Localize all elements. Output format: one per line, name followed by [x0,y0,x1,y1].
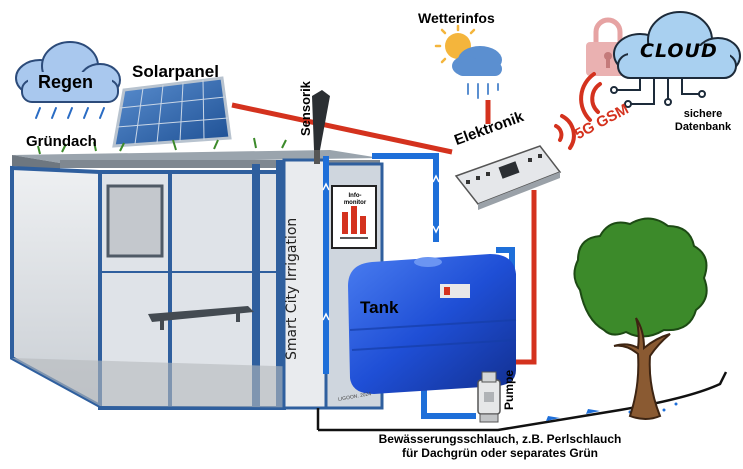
tank-icon [348,254,517,394]
info-monitor [331,185,377,249]
wireless-signal-icon [554,72,602,150]
cloud-icon [613,11,741,79]
sensor-icon [312,90,330,164]
label-regen: Regen [38,72,94,92]
label-smart-city-irrigation: Smart City Irrigation [284,217,300,360]
bus-shelter-icon [10,137,380,410]
label-pumpe: Pumpe [502,369,516,410]
hose-flow-arrows [546,409,600,421]
tree-icon [573,217,708,420]
hose-caption-line-1: Bewässerungsschlauch, z.B. Perlschlauch [378,432,622,446]
rain-cloud-icon [15,41,121,119]
label-wetterinfos: Wetterinfos [418,10,495,26]
label-infomonitor: Info-monitor [343,193,367,206]
label-sichere-datenbank: sichere Datenbank [674,108,732,133]
circuit-board-icon [454,145,562,210]
label-sensorik: Sensorik [298,81,313,136]
label-gruendach: Gründach [26,133,97,150]
label-hose-caption: Bewässerungsschlauch, z.B. Perlschlauch … [330,432,670,460]
label-solarpanel: Solarpanel [132,62,219,81]
label-tank: Tank [360,298,399,317]
hose-caption-line-2: für Dachgrün oder separates Grün [401,446,599,460]
irrigation-hose [316,371,728,432]
pump-icon [477,371,501,423]
weather-sun-cloud-icon [434,24,502,99]
solar-panel-icon [112,76,232,148]
label-cloud: CLOUD [640,40,718,62]
